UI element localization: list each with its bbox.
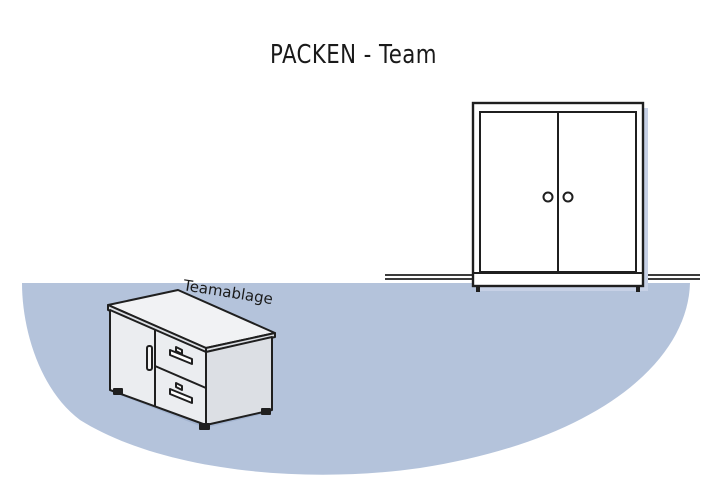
wardrobe-icon [471, 101, 648, 292]
wall-baseboard [385, 274, 700, 280]
filing-cabinet-icon [107, 289, 276, 430]
page-title: PACKEN - Team [270, 40, 437, 70]
door-knob-right [562, 191, 574, 203]
door-knob-left [542, 191, 554, 203]
